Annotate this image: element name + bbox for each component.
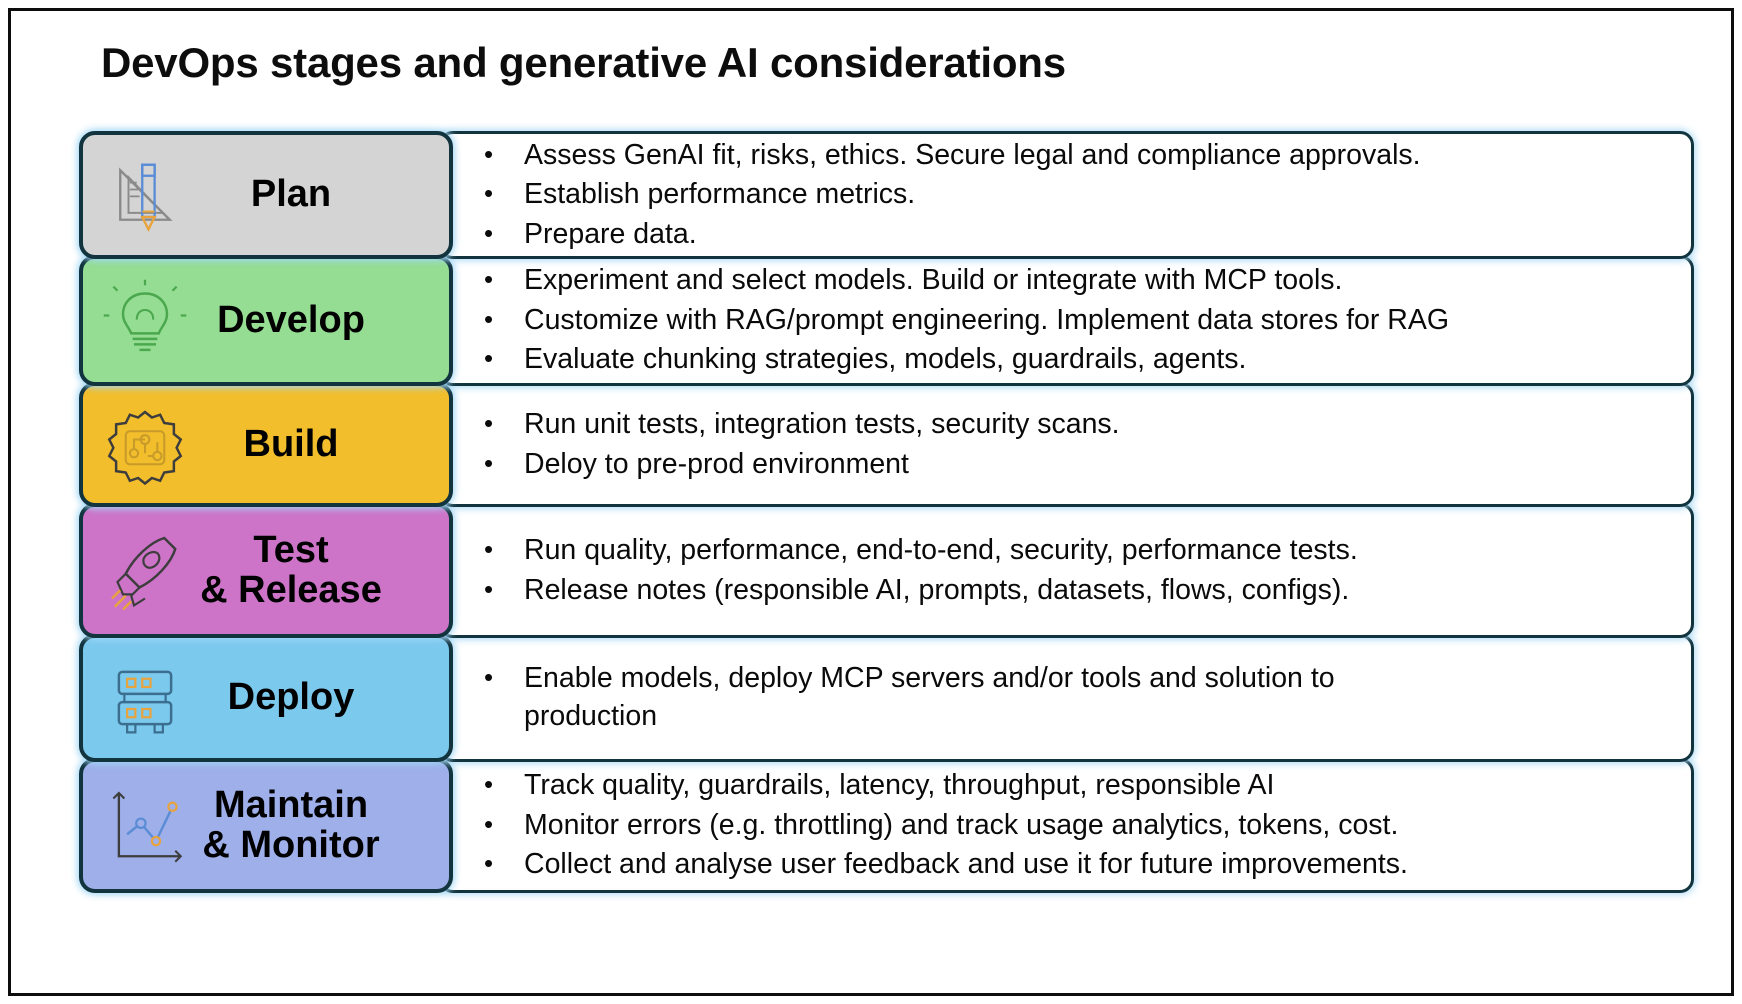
- stage-row-deploy: Deploy • Enable models, deploy MCP server…: [79, 634, 1694, 762]
- slide-frame: DevOps stages and generative AI consider…: [8, 8, 1734, 996]
- list-item: • Establish performance metrics.: [484, 175, 1677, 215]
- bullet-glyph: •: [484, 769, 494, 800]
- list-item: • Run unit tests, integration tests, secu…: [484, 405, 1677, 445]
- bullet-glyph: •: [484, 303, 494, 334]
- bullet-glyph: •: [484, 662, 494, 693]
- bullet-glyph: •: [484, 407, 494, 438]
- list-item: • Run quality, performance, end-to-end, s…: [484, 531, 1677, 571]
- bullet-text: Track quality, guardrails, latency, thro…: [524, 769, 1275, 802]
- stage-panel-maintain-monitor: • Track quality, guardrails, latency, thr…: [439, 758, 1694, 893]
- stage-chip-test-release[interactable]: Test & Release: [79, 503, 453, 638]
- stage-label-develop: Develop: [217, 298, 365, 341]
- stage-panel-develop: • Experiment and select models. Build or …: [439, 255, 1694, 386]
- bullet-text: Evaluate chunking strategies, models, gu…: [524, 343, 1247, 376]
- bullet-text: Prepare data.: [524, 217, 697, 250]
- stage-chip-deploy[interactable]: Deploy: [79, 634, 453, 762]
- stage-chip-build[interactable]: Build: [79, 382, 453, 507]
- lightbulb-icon: [99, 275, 191, 367]
- list-item: • Collect and analyse user feedback and u…: [484, 845, 1677, 885]
- list-item: • Experiment and select models. Build or …: [484, 261, 1677, 301]
- bullet-glyph: •: [484, 343, 494, 374]
- stage-label-deploy: Deploy: [227, 676, 355, 719]
- line-chart-icon: [99, 780, 191, 872]
- stage-row-build: Build • Run unit tests, integration tests…: [79, 382, 1694, 507]
- stage-label-build: Build: [243, 422, 339, 465]
- bullet-text: Run unit tests, integration tests, secur…: [524, 407, 1120, 440]
- list-item: • Monitor errors (e.g. throttling) and tr…: [484, 806, 1677, 846]
- stage-chip-develop[interactable]: Develop: [79, 255, 453, 386]
- stage-chip-maintain-monitor[interactable]: Maintain & Monitor: [79, 758, 453, 893]
- rocket-icon: [99, 525, 191, 617]
- stage-panel-test-release: • Run quality, performance, end-to-end, s…: [439, 503, 1694, 638]
- bullet-glyph: •: [484, 447, 494, 478]
- stage-chip-plan[interactable]: Plan: [79, 131, 453, 259]
- stage-panel-build: • Run unit tests, integration tests, secu…: [439, 382, 1694, 507]
- bullet-glyph: •: [484, 808, 494, 839]
- bullet-text: Deloy to pre-prod environment: [524, 447, 909, 480]
- devops-stage-list: Plan • Assess GenAI fit, risks, ethics. S…: [79, 131, 1694, 893]
- bullet-text: Monitor errors (e.g. throttling) and tra…: [524, 808, 1399, 841]
- bullet-glyph: •: [484, 217, 494, 248]
- bullet-text: Collect and analyse user feedback and us…: [524, 848, 1408, 881]
- stage-row-test-release: Test & Release • Run quality, performance…: [79, 503, 1694, 638]
- stage-label-test-release: Test & Release: [200, 528, 382, 611]
- bullet-glyph: •: [484, 848, 494, 879]
- stage-label-maintain-monitor: Maintain & Monitor: [202, 783, 380, 866]
- bullet-glyph: •: [484, 264, 494, 295]
- list-item: • Track quality, guardrails, latency, thr…: [484, 766, 1677, 806]
- ruler-pencil-icon: [99, 149, 191, 241]
- page-title: DevOps stages and generative AI consider…: [101, 39, 1066, 86]
- bullet-text: Experiment and select models. Build or i…: [524, 264, 1343, 297]
- list-item: • Deloy to pre-prod environment: [484, 445, 1677, 485]
- stage-label-plan: Plan: [250, 173, 332, 216]
- bullet-glyph: •: [484, 138, 494, 169]
- bullet-text: Assess GenAI fit, risks, ethics. Secure …: [524, 138, 1421, 171]
- stage-panel-plan: • Assess GenAI fit, risks, ethics. Secure…: [439, 131, 1694, 259]
- stage-row-develop: Develop • Experiment and select models. B…: [79, 255, 1694, 386]
- bullet-text: Run quality, performance, end-to-end, se…: [524, 533, 1358, 566]
- bullet-text: Customize with RAG/prompt engineering. I…: [524, 303, 1450, 336]
- server-rack-icon: [99, 652, 191, 744]
- list-item: • Evaluate chunking strategies, models, g…: [484, 340, 1677, 380]
- list-item: • Enable models, deploy MCP servers and/o…: [484, 659, 1391, 736]
- list-item: • Release notes (responsible AI, prompts,…: [484, 571, 1677, 611]
- bullet-text: Release notes (responsible AI, prompts, …: [524, 573, 1350, 606]
- list-item: • Customize with RAG/prompt engineering. …: [484, 301, 1677, 341]
- gear-circuit-icon: [99, 399, 191, 491]
- bullet-glyph: •: [484, 178, 494, 209]
- bullet-glyph: •: [484, 573, 494, 604]
- list-item: • Assess GenAI fit, risks, ethics. Secure…: [484, 136, 1677, 176]
- list-item: • Prepare data.: [484, 215, 1677, 255]
- bullet-glyph: •: [484, 533, 494, 564]
- bullet-text: Enable models, deploy MCP servers and/or…: [524, 662, 1335, 732]
- stage-row-plan: Plan • Assess GenAI fit, risks, ethics. S…: [79, 131, 1694, 259]
- bullet-text: Establish performance metrics.: [524, 178, 916, 211]
- stage-panel-deploy: • Enable models, deploy MCP servers and/o…: [439, 634, 1694, 762]
- stage-row-maintain-monitor: Maintain & Monitor • Track quality, guard…: [79, 758, 1694, 893]
